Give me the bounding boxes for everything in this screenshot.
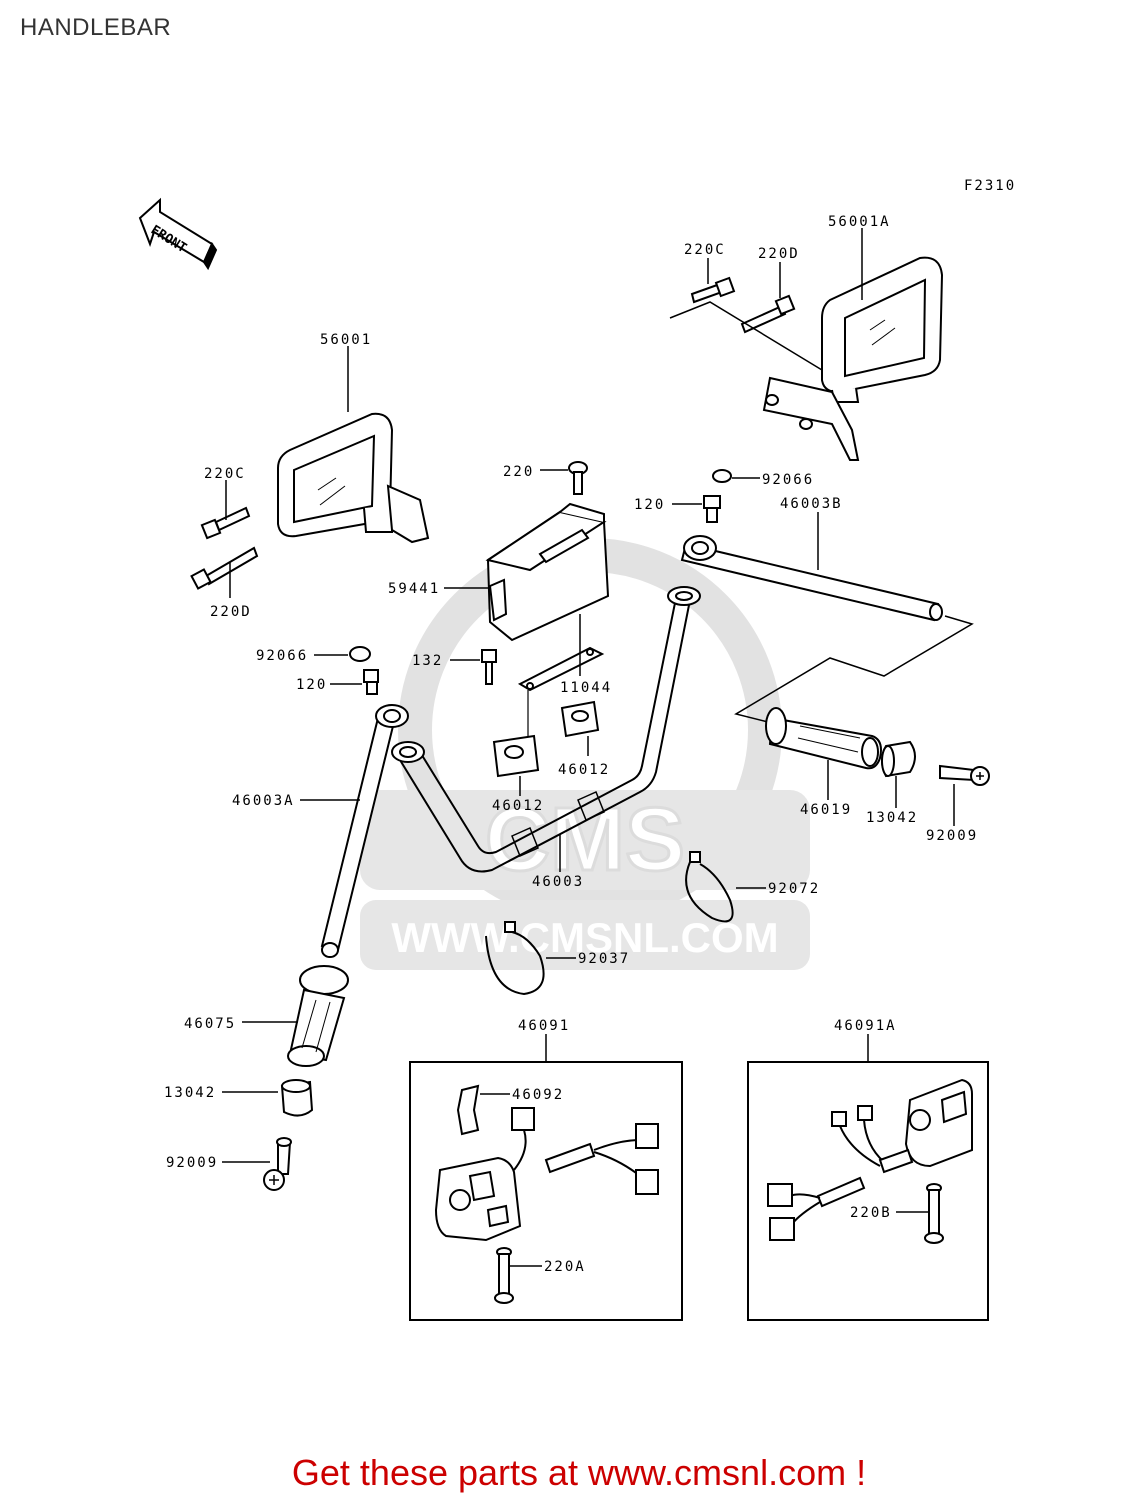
grip-46019 bbox=[765, 707, 882, 770]
label-46091: 46091 bbox=[518, 1018, 570, 1034]
label-11044: 11044 bbox=[560, 680, 612, 696]
label-120-left: 120 bbox=[296, 677, 327, 693]
label-46091a: 46091A bbox=[834, 1018, 897, 1034]
screw-92009-left bbox=[263, 1137, 292, 1191]
screw-92009-right bbox=[939, 764, 990, 786]
label-46012-left: 46012 bbox=[492, 798, 544, 814]
cap-92066-left bbox=[349, 646, 371, 662]
bolt-220c-right bbox=[690, 276, 736, 304]
label-13042-right: 13042 bbox=[866, 810, 918, 826]
watermark-url: WWW.CMSNL.COM bbox=[391, 914, 778, 961]
label-92066-left: 92066 bbox=[256, 648, 308, 664]
handlebar-46003 bbox=[391, 586, 701, 873]
bolt-220d-left bbox=[190, 546, 259, 590]
label-220d-left: 220D bbox=[210, 604, 252, 620]
label-92037: 92037 bbox=[578, 951, 630, 967]
band-92037 bbox=[485, 921, 545, 996]
bolt-120-left bbox=[363, 669, 379, 695]
switch-housing-left bbox=[434, 1156, 522, 1242]
label-13042-left: 13042 bbox=[164, 1085, 216, 1101]
mirror-right bbox=[762, 256, 944, 461]
switch-box-right bbox=[747, 1061, 989, 1321]
cover-59441 bbox=[485, 502, 610, 642]
label-56001: 56001 bbox=[320, 332, 372, 348]
screw-220b bbox=[924, 1183, 944, 1244]
handlebar-46003a bbox=[320, 704, 409, 958]
weight-13042-left bbox=[280, 1079, 314, 1117]
label-132: 132 bbox=[412, 653, 443, 669]
label-220c-left: 220C bbox=[204, 466, 246, 482]
label-46092: 46092 bbox=[512, 1087, 564, 1103]
label-220d-right: 220D bbox=[758, 246, 800, 262]
switch-box-left bbox=[409, 1061, 683, 1321]
page-title: HANDLEBAR bbox=[20, 14, 172, 41]
footer-text: Get these parts at www.cmsnl.com ! bbox=[291, 1452, 867, 1493]
bolt-220d-right bbox=[740, 294, 796, 334]
label-59441: 59441 bbox=[388, 581, 440, 597]
wiring-right bbox=[767, 1105, 914, 1241]
handlebar-46003b bbox=[680, 535, 943, 622]
label-46003a: 46003A bbox=[232, 793, 295, 809]
label-120-right: 120 bbox=[634, 497, 665, 513]
bolt-220c-left bbox=[200, 506, 251, 540]
screw-220 bbox=[568, 461, 588, 495]
holder-46012-right bbox=[560, 700, 600, 738]
label-46075: 46075 bbox=[184, 1016, 236, 1032]
figure-code: F2310 bbox=[964, 178, 1016, 194]
weight-13042-right bbox=[881, 740, 916, 778]
footer-link[interactable]: Get these parts at www.cmsnl.com ! bbox=[0, 1452, 1146, 1494]
label-56001a: 56001A bbox=[828, 214, 891, 230]
label-46003: 46003 bbox=[532, 874, 584, 890]
front-arrow-icon: FRONT bbox=[138, 197, 218, 271]
label-46019: 46019 bbox=[800, 802, 852, 818]
screw-220a bbox=[494, 1247, 514, 1304]
label-46012-right: 46012 bbox=[558, 762, 610, 778]
label-220: 220 bbox=[503, 464, 534, 480]
wiring-left bbox=[511, 1107, 659, 1195]
grip-46075 bbox=[287, 965, 349, 1067]
label-220a: 220A bbox=[544, 1259, 586, 1275]
switch-housing-right bbox=[904, 1078, 973, 1168]
holder-46012-left bbox=[492, 734, 540, 778]
bolt-120-right bbox=[703, 495, 721, 523]
label-92009-right: 92009 bbox=[926, 828, 978, 844]
label-46003b: 46003B bbox=[780, 496, 843, 512]
cap-92066-right bbox=[712, 469, 732, 483]
mirror-left bbox=[277, 412, 430, 544]
label-220b: 220B bbox=[850, 1205, 892, 1221]
clip-46092 bbox=[456, 1084, 480, 1136]
bolt-132 bbox=[481, 649, 497, 685]
label-92072: 92072 bbox=[768, 881, 820, 897]
label-92009-left: 92009 bbox=[166, 1155, 218, 1171]
label-220c-right: 220C bbox=[684, 242, 726, 258]
label-92066-right: 92066 bbox=[762, 472, 814, 488]
bracket-11044 bbox=[517, 646, 605, 692]
band-92072 bbox=[685, 851, 734, 923]
